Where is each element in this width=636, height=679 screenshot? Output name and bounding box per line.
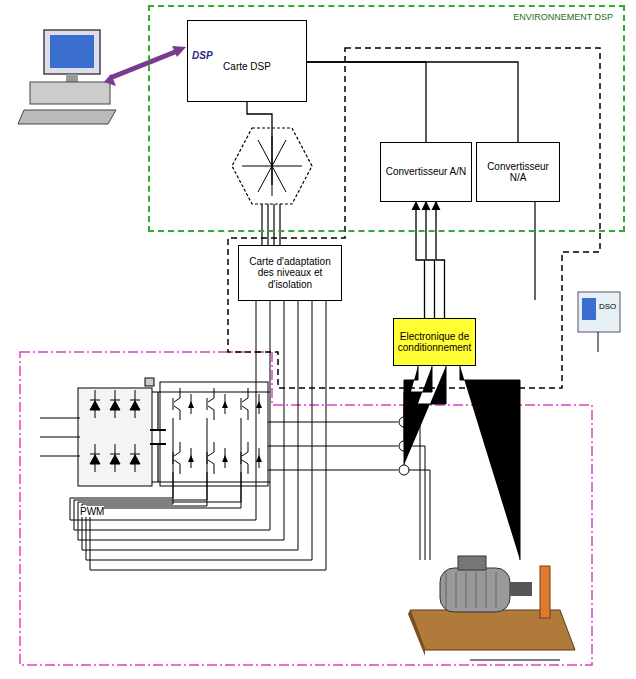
dsp-environment-region: ENVIRONNEMENT DSP DSP Carte DSP Convertisse… bbox=[148, 5, 625, 232]
node-label: Convertisseur A/N bbox=[386, 166, 467, 178]
node-label: Carte d'adaptation des niveaux et d'isol… bbox=[243, 256, 337, 291]
dac-box: Convertisseur N/A bbox=[476, 142, 560, 202]
connector bbox=[426, 202, 435, 318]
connector bbox=[247, 102, 272, 185]
pc-link bbox=[110, 50, 180, 78]
sensor-line bbox=[416, 202, 425, 318]
conditioning-box: Electronique de conditionnement bbox=[393, 318, 476, 366]
signal-name: PWM bbox=[80, 506, 104, 517]
connector bbox=[307, 62, 518, 142]
instrument-label: DSO bbox=[599, 302, 616, 311]
dsp-card: DSP Carte DSP bbox=[187, 20, 307, 102]
node-label: Carte DSP bbox=[223, 61, 271, 73]
sensor-line bbox=[436, 202, 445, 318]
computer-icon bbox=[18, 30, 116, 124]
inverter bbox=[160, 382, 268, 486]
logo-text: DSP bbox=[192, 50, 213, 62]
interface-card: Carte d'adaptation des niveaux et d'isol… bbox=[238, 245, 342, 301]
oscilloscope-icon bbox=[578, 292, 620, 332]
connector bbox=[307, 62, 426, 142]
motor-bench bbox=[408, 556, 575, 660]
rectifier-bridge bbox=[40, 388, 152, 486]
node-label: Electronique de conditionnement bbox=[398, 331, 471, 354]
adc-box: Convertisseur A/N bbox=[380, 142, 472, 202]
node-label: Convertisseur N/A bbox=[481, 161, 555, 184]
node-label: ENVIRONNEMENT DSP bbox=[511, 12, 615, 22]
